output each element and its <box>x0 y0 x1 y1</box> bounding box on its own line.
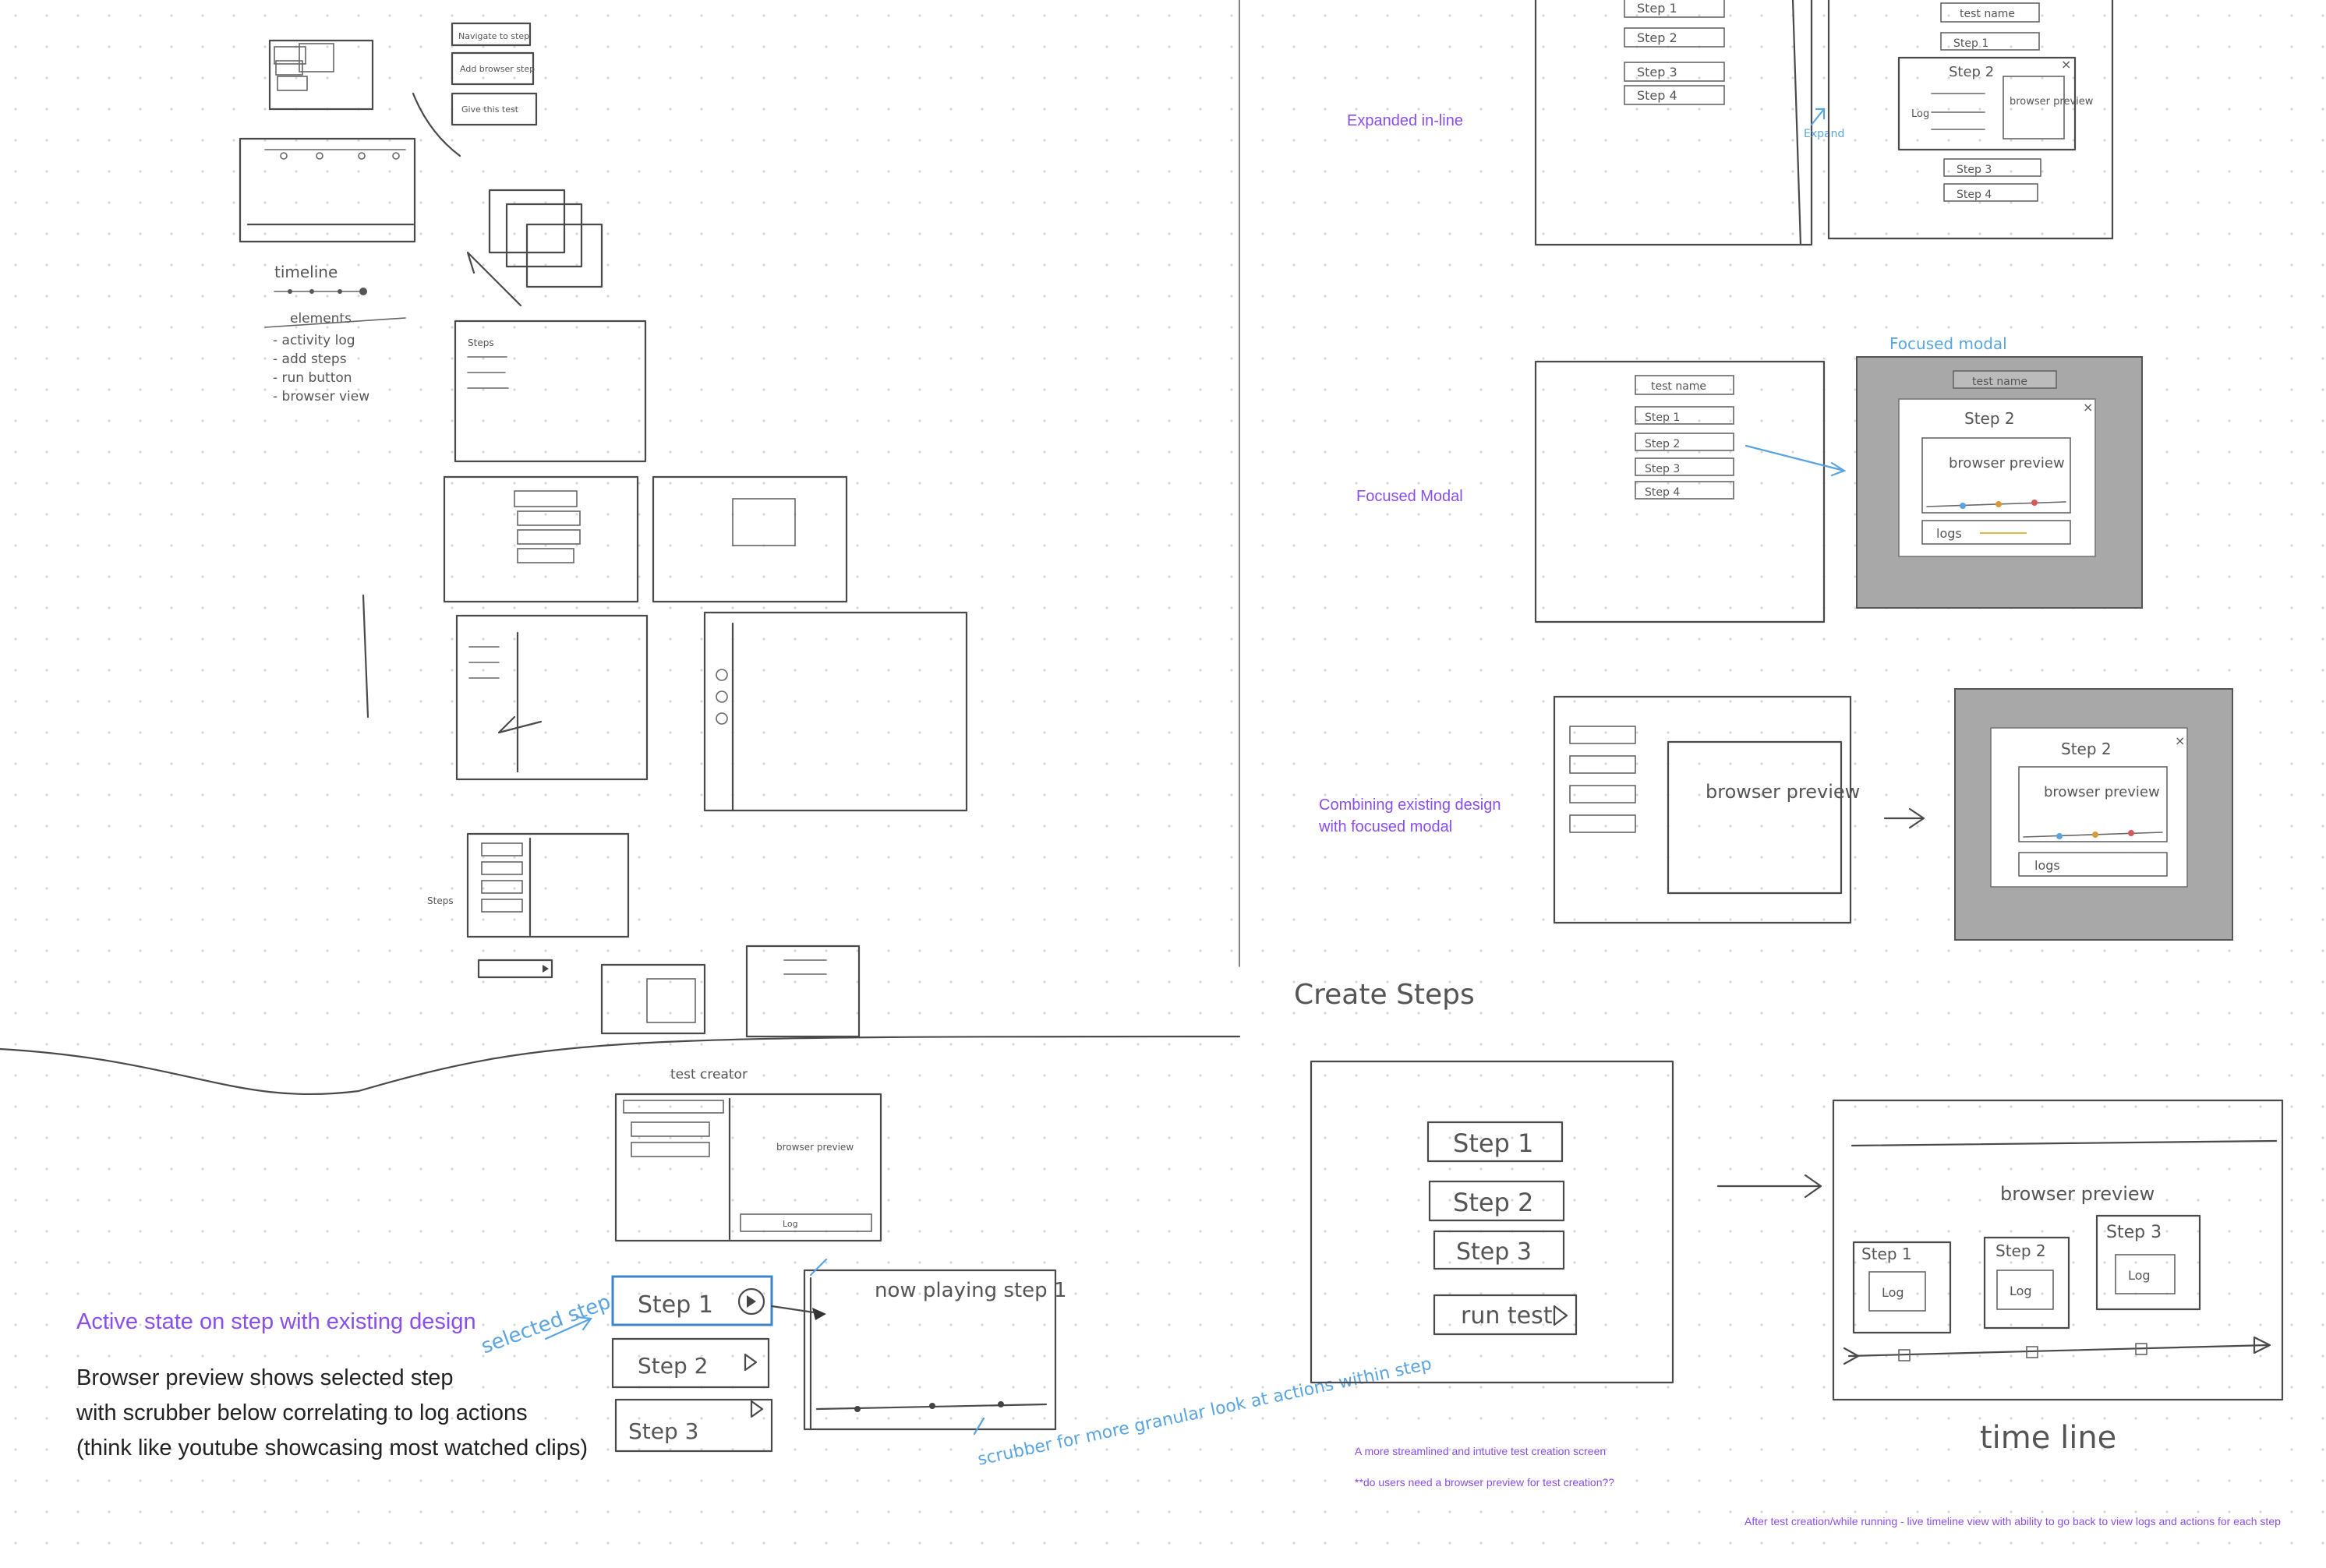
label-steps-a: Steps <box>468 337 494 348</box>
label-steps-b: Steps <box>427 895 454 906</box>
label-log-a: Log <box>783 1219 798 1229</box>
sketch-option-buttons: Navigate to step Add browser step Give t… <box>413 23 536 156</box>
label-step-1-ex: Step 1 <box>1637 1 1677 16</box>
label-browser-preview-tl: browser preview <box>2000 1183 2155 1205</box>
sketch-dropdown-windows <box>444 477 847 602</box>
label-test-name-fm: test name <box>1651 380 1706 393</box>
label-now-playing: now playing step 1 <box>875 1279 1066 1302</box>
sketch-small-windows <box>270 41 373 109</box>
label-activity-log: - activity log <box>273 333 355 348</box>
sketch-elements-list: timeline elements - activity log - add s… <box>265 263 405 404</box>
label-step-3-ex2: Step 3 <box>1957 164 1992 176</box>
label-step-2-fm: Step 2 <box>1645 438 1680 450</box>
label-test-name-fm2: test name <box>1972 376 2027 388</box>
label-log-tl2: Log <box>2010 1284 2032 1298</box>
sketch-timeline-window <box>240 139 415 242</box>
label-step-3-cs: Step 3 <box>1456 1238 1532 1266</box>
label-add-steps: - add steps <box>273 351 347 367</box>
label-step-4-ex: Step 4 <box>1637 88 1677 103</box>
label-step-2-ex: Step 2 <box>1637 30 1677 45</box>
label-add-browser: Add browser step <box>460 64 535 74</box>
label-navigate: Navigate to step <box>458 31 529 41</box>
label-browser-preview-ex: browser preview <box>2010 96 2094 108</box>
label-log-tl1: Log <box>1882 1285 1904 1300</box>
close-icon-fm: × <box>2083 400 2093 415</box>
label-give-test: Give this test <box>461 104 519 115</box>
sketch-focused-modal: test name Step 1 Step 2 Step 3 Step 4 Fo… <box>1536 334 2142 622</box>
label-step-1-fm: Step 1 <box>1645 411 1680 424</box>
label-step-2-tl: Step 2 <box>1995 1241 2046 1260</box>
label-step-1-tl: Step 1 <box>1861 1245 1912 1263</box>
label-browser-preview-cb: browser preview <box>1706 781 1860 803</box>
sketch-test-creator: test creator browser preview Log <box>616 1067 881 1241</box>
label-timeline: timeline <box>274 263 338 281</box>
label-step-2-active: Step 2 <box>638 1353 708 1379</box>
label-browser-preview-fm: browser preview <box>1949 455 2065 471</box>
label-selected-step: selected step <box>478 1291 613 1359</box>
label-time-line: time line <box>1980 1420 2116 1456</box>
label-log-tl3: Log <box>2128 1268 2151 1283</box>
label-test-creator: test creator <box>670 1067 748 1082</box>
sketch-steps-panel: Steps <box>455 321 645 461</box>
label-focused-modal-hand: Focused modal <box>1889 334 2007 353</box>
sketch-step-list-window: Steps <box>427 834 628 977</box>
label-browser-view: - browser view <box>273 389 369 404</box>
sketch-create-steps: Create Steps Step 1 Step 2 Step 3 run te… <box>1294 979 1821 1383</box>
label-expand: Expand <box>1804 128 1844 140</box>
label-step-2-ex2: Step 2 <box>1949 64 1994 80</box>
label-browser-preview-cb2: browser preview <box>2044 784 2160 800</box>
label-logs-cb: logs <box>2034 858 2060 873</box>
close-icon-cb: × <box>2175 733 2185 748</box>
label-test-name-ex: test name <box>1960 8 2015 20</box>
label-step-3-tl: Step 3 <box>2106 1223 2162 1242</box>
sketch-combining: browser preview Step 2 × browser preview… <box>1554 689 2232 940</box>
label-logs-fm: logs <box>1936 526 1962 541</box>
sketch-active-state: Step 1 Step 2 Step 3 now playing step 1 … <box>478 1259 1433 1470</box>
close-icon-ex: × <box>2061 57 2071 72</box>
sketch-expanded-inline: Step 1 Step 2 Step 3 Step 4 Expand test … <box>1536 0 2112 245</box>
label-step-4-fm: Step 4 <box>1645 486 1680 499</box>
label-log-ex: Log <box>1911 108 1929 120</box>
label-step-3-active: Step 3 <box>628 1418 698 1444</box>
sketch-sidebar-windows <box>363 595 967 810</box>
sketch-stacked-cards <box>468 190 602 305</box>
label-step-1-ex2: Step 1 <box>1953 37 1988 50</box>
label-step-2-cs: Step 2 <box>1453 1188 1533 1217</box>
label-step-2-cb: Step 2 <box>2061 740 2112 758</box>
label-step-2-fm2: Step 2 <box>1964 409 2015 428</box>
label-step-3-ex: Step 3 <box>1637 65 1677 79</box>
label-step-1-cs: Step 1 <box>1453 1128 1533 1158</box>
label-step-1-active: Step 1 <box>638 1291 713 1319</box>
label-step-3-fm: Step 3 <box>1645 463 1680 475</box>
sketch-mini-windows <box>602 946 859 1037</box>
label-run-button: - run button <box>273 370 352 386</box>
label-step-4-ex2: Step 4 <box>1957 189 1992 201</box>
label-browser-preview-a: browser preview <box>776 1142 854 1153</box>
label-scrubber-note: scrubber for more granular look at actio… <box>976 1354 1433 1470</box>
label-create-steps: Create Steps <box>1294 979 1475 1011</box>
sketch-live-timeline: browser preview Step 1 Log Step 2 Log St… <box>1833 1100 2282 1456</box>
label-run-test: run test <box>1461 1302 1553 1330</box>
divider-curve <box>0 1037 1239 1094</box>
